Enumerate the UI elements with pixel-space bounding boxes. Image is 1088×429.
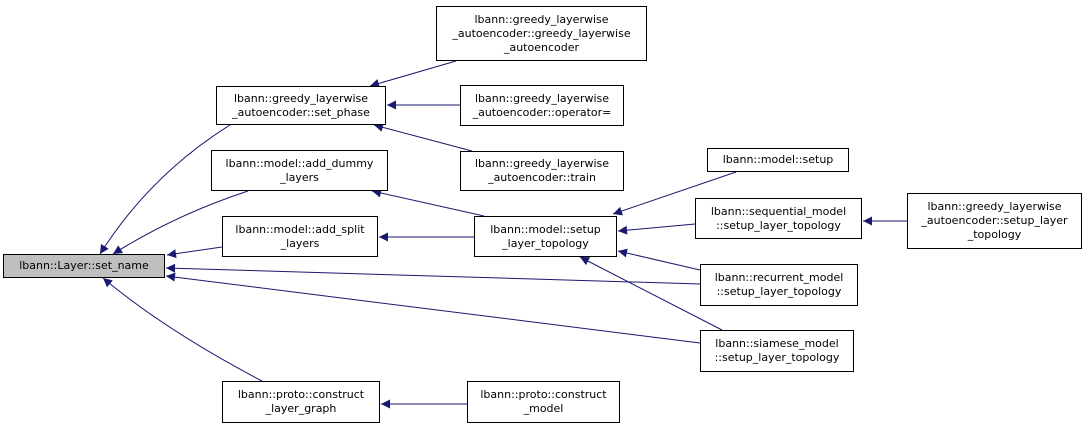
node-label: _autoencoder::setup_layer [921, 214, 1068, 227]
node-label: lbann::proto::construct [237, 388, 365, 401]
node-label: lbann::model::add_dummy [225, 156, 374, 170]
node-model-add-dummy-layers[interactable]: lbann::model::add_dummy _layers [211, 150, 388, 191]
edge-siamese-to-setup-lt [579, 256, 723, 331]
node-siamese-model-setup-layer-topology[interactable]: lbann::siamese_model ::setup_layer_topol… [700, 330, 854, 372]
node-layer-set-name: lbann::Layer::set_name [3, 254, 165, 278]
node-model-add-split-layers[interactable]: lbann::model::add_split _layers [222, 216, 378, 257]
edge-sequential-to-setup-lt [617, 223, 696, 235]
edge-add-dummy-to-set-name [112, 190, 249, 255]
node-sequential-model-setup-layer-topology[interactable]: lbann::sequential_model ::setup_layer_to… [695, 198, 862, 239]
node-label: _layer_graph [265, 402, 337, 415]
node-label: _autoencoder::set_phase [232, 105, 370, 119]
node-label: lbann::greedy_layerwise [474, 157, 610, 170]
node-label: _layers [280, 170, 319, 184]
node-proto-construct-model[interactable]: lbann::proto::construct _model [467, 381, 620, 423]
node-recurrent-model-setup-layer-topology[interactable]: lbann::recurrent_model ::setup_layer_top… [700, 264, 858, 306]
node-greedy-layerwise-operator[interactable]: lbann::greedy_layerwise _autoencoder::op… [460, 85, 624, 126]
node-label: lbann::proto::construct [480, 388, 607, 401]
edge-recurrent-to-set-name [165, 263, 701, 285]
node-proto-construct-layer-graph[interactable]: lbann::proto::construct _layer_graph [222, 381, 380, 423]
node-label: _model [523, 402, 564, 415]
edge-model-setup-to-setup-lt [612, 171, 737, 216]
node-label: lbann::greedy_layerwise [927, 200, 1062, 213]
edge-add-split-to-set-name [166, 246, 223, 259]
node-label: _layer_topology [502, 236, 589, 250]
edge-construct-graph-to-set-name [102, 277, 263, 382]
node-model-setup[interactable]: lbann::model::setup [707, 148, 849, 172]
node-label: ::setup_layer_topology [716, 285, 842, 298]
edge-setup-lt-to-add-dummy [371, 188, 485, 217]
node-label: lbann::recurrent_model [714, 271, 844, 284]
node-label: _autoencoder::train [488, 171, 596, 184]
node-model-setup-layer-topology[interactable]: lbann::model::setup _layer_topology [474, 216, 617, 257]
node-greedy-layerwise-train[interactable]: lbann::greedy_layerwise _autoencoder::tr… [460, 151, 624, 191]
node-label: ::setup_layer_topology [714, 351, 840, 364]
node-label: _autoencoder::operator= [472, 105, 612, 119]
edge-set-phase-to-set-name [99, 124, 231, 255]
node-label: _layers [280, 236, 320, 250]
node-greedy-layerwise-set-phase[interactable]: lbann::greedy_layerwise _autoencoder::se… [216, 86, 386, 125]
node-label: _autoencoder::greedy_layerwise [452, 26, 631, 40]
node-label: ::setup_layer_topology [716, 218, 841, 232]
edge-recurrent-to-setup-lt [617, 248, 701, 271]
node-greedy-layerwise-setup-layer-topology[interactable]: lbann::greedy_layerwise _autoencoder::se… [907, 193, 1082, 249]
edge-siamese-to-set-name [165, 272, 701, 344]
node-label: lbann::model::setup [490, 222, 601, 236]
node-label: lbann::siamese_model [715, 337, 839, 350]
node-label: lbann::model::add_split [235, 222, 365, 236]
node-label: lbann::model::setup [722, 153, 834, 166]
node-greedy-layerwise-constructor[interactable]: lbann::greedy_layerwise _autoencoder::gr… [436, 6, 647, 61]
node-label: lbann::Layer::set_name [19, 259, 149, 272]
node-label: _autoencoder [503, 40, 580, 54]
node-label: lbann::greedy_layerwise [474, 12, 609, 26]
edge-ctor-to-set-phase [369, 60, 457, 88]
edge-train-to-set-phase [373, 122, 473, 152]
node-label: lbann::greedy_layerwise [233, 91, 369, 105]
node-label: lbann::greedy_layerwise [474, 91, 610, 105]
node-label: _topology [967, 228, 1022, 241]
node-label: lbann::sequential_model [710, 204, 847, 218]
